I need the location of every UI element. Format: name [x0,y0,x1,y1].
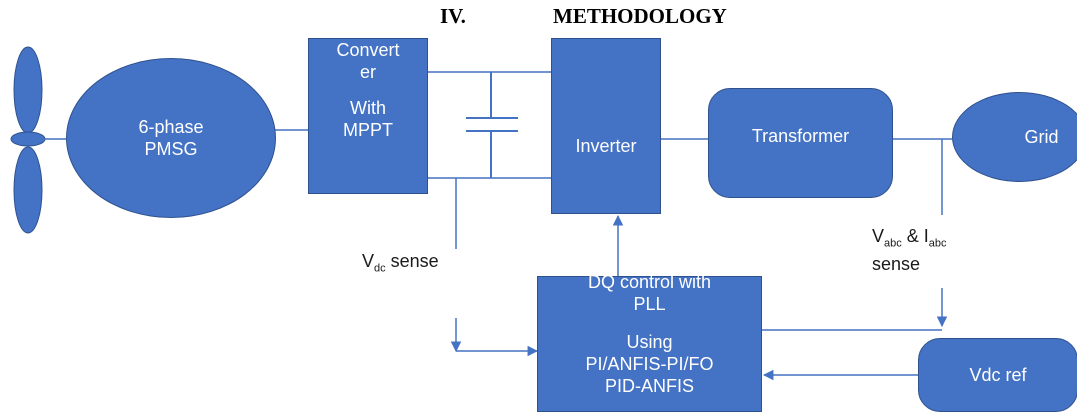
vdc-sense-rest: sense [385,251,439,271]
converter-label-line1: Convert [336,40,400,60]
vdc-sense-v: V [362,251,375,271]
transformer-label: Transformer [751,126,850,146]
vdc-ref-label: Vdc ref [969,365,1027,385]
dq-control-label-line1: DQ control with [587,272,712,292]
vdc-ref-block: Vdc ref [918,338,1077,412]
wind-turbine-blades-icon [10,46,46,234]
section-title: METHODOLOGY [553,4,727,28]
vdc-sense-sub: dc [374,262,386,275]
inverter-label: Inverter [575,136,637,156]
dq-control-label-line5: PID-ANFIS [604,376,694,396]
vdc-sense-label: Vdc sense [362,251,439,279]
dq-control-label-line3: Using [626,332,673,352]
vabc-iabc-sense-label: Vabc & Iabc sense [872,226,947,274]
converter-label-line4: MPPT [342,120,393,140]
converter-block: Convert er With MPPT [308,38,428,194]
vabc-amp: & I [901,226,929,246]
section-number: IV. [440,4,466,28]
pmsg-block: 6-phase PMSG [66,58,276,218]
capacitor-symbol-icon [466,72,518,178]
vabc-iabc-line1: Vabc & Iabc [872,226,947,254]
grid-label: Grid [1024,127,1059,147]
pmsg-label-line2: PMSG [144,139,198,159]
vabc-i-sub: abc [928,237,947,250]
vabc-v: V [872,226,885,246]
inverter-block: Inverter [551,38,661,214]
dq-control-label-line2: PLL [633,294,666,314]
grid-block: Grid [952,92,1077,182]
pmsg-label-line1: 6-phase [138,117,204,137]
dq-control-label-line4: PI/ANFIS-PI/FO [585,354,714,374]
vabc-v-sub: abc [884,237,902,250]
transformer-block: Transformer [708,88,893,198]
converter-label-line3: With [350,98,386,118]
converter-label-line2: er [359,62,376,82]
vabc-iabc-line2: sense [872,253,921,274]
dq-control-block: DQ control with PLL Using PI/ANFIS-PI/FO… [537,272,762,412]
